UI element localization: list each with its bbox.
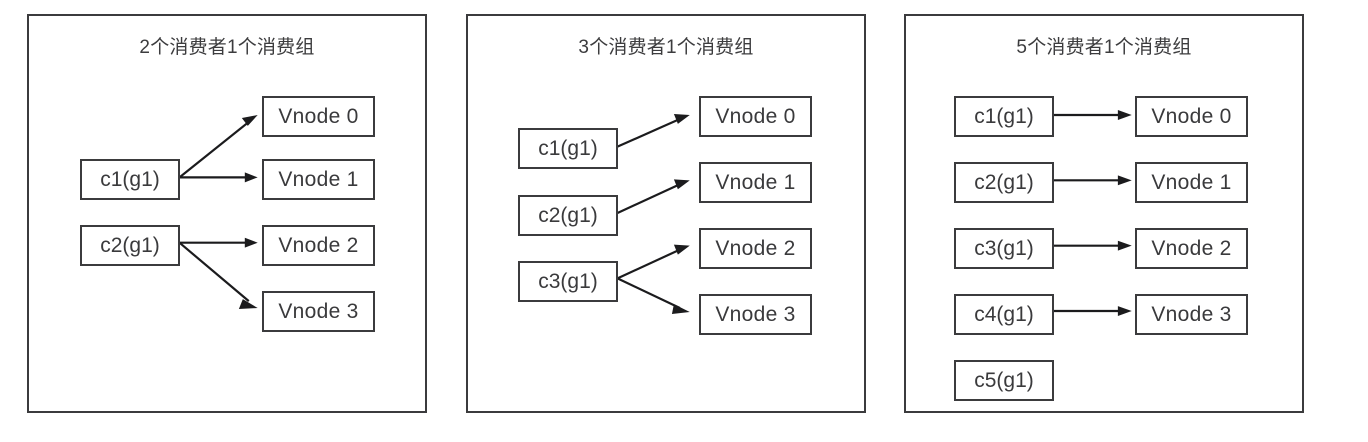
consumer-label: c1(g1) xyxy=(100,168,160,191)
edge-c2-vnode1 xyxy=(617,179,690,214)
consumer-box-c2[interactable]: c2(g1) xyxy=(80,225,180,266)
edge-c3-vnode2 xyxy=(617,244,690,280)
vnode-label: Vnode 3 xyxy=(1151,303,1232,326)
edge-c4-vnode3 xyxy=(1053,306,1132,316)
vnode-box-3[interactable]: Vnode 3 xyxy=(699,294,812,335)
panel-title: 3个消费者1个消费组 xyxy=(578,37,754,58)
consumer-box-c1[interactable]: c1(g1) xyxy=(80,159,180,200)
consumer-label: c2(g1) xyxy=(974,171,1034,194)
vnode-box-1[interactable]: Vnode 1 xyxy=(1135,162,1248,203)
vnode-box-1[interactable]: Vnode 1 xyxy=(699,162,812,203)
panel-3-consumers: 3个消费者1个消费组 c1(g1) xyxy=(466,14,866,413)
vnode-box-3[interactable]: Vnode 3 xyxy=(262,291,375,332)
vnode-label: Vnode 1 xyxy=(715,171,796,194)
consumer-box-c5[interactable]: c5(g1) xyxy=(954,360,1054,401)
consumer-label: c1(g1) xyxy=(538,137,598,160)
vnode-box-2[interactable]: Vnode 2 xyxy=(1135,228,1248,269)
vnode-label: Vnode 1 xyxy=(1151,171,1232,194)
vnode-label: Vnode 0 xyxy=(278,105,359,128)
vnode-label: Vnode 0 xyxy=(715,105,796,128)
consumer-box-c3[interactable]: c3(g1) xyxy=(518,261,618,302)
panel-title: 5个消费者1个消费组 xyxy=(1016,37,1192,58)
consumer-label: c4(g1) xyxy=(974,303,1034,326)
vnode-box-0[interactable]: Vnode 0 xyxy=(1135,96,1248,137)
panel-5-consumers: 5个消费者1个消费组 c1(g1) xyxy=(904,14,1304,413)
consumer-label: c3(g1) xyxy=(974,237,1034,260)
edge-c2-vnode2 xyxy=(179,237,258,248)
edge-c2-vnode3 xyxy=(178,241,258,310)
edge-c1-vnode1 xyxy=(179,172,258,183)
edge-c3-vnode3 xyxy=(617,277,690,314)
vnode-box-0[interactable]: Vnode 0 xyxy=(262,96,375,137)
edge-c2-vnode1 xyxy=(1053,175,1132,186)
vnode-box-1[interactable]: Vnode 1 xyxy=(262,159,375,200)
vnode-label: Vnode 2 xyxy=(1151,237,1232,260)
consumer-label: c1(g1) xyxy=(974,105,1034,128)
edge-c1-vnode0 xyxy=(1053,110,1132,120)
consumer-box-c4[interactable]: c4(g1) xyxy=(954,294,1054,335)
edge-c1-vnode0 xyxy=(178,114,258,179)
vnode-label: Vnode 1 xyxy=(278,168,359,191)
vnode-box-2[interactable]: Vnode 2 xyxy=(699,228,812,269)
vnode-label: Vnode 2 xyxy=(715,237,796,260)
panel-2-consumers: 2个消费者1个消费组 c1(g1) xyxy=(27,14,427,413)
vnode-box-2[interactable]: Vnode 2 xyxy=(262,225,375,266)
consumer-box-c3[interactable]: c3(g1) xyxy=(954,228,1054,269)
consumer-label: c2(g1) xyxy=(538,204,598,227)
consumer-box-c2[interactable]: c2(g1) xyxy=(954,162,1054,203)
consumer-box-c1[interactable]: c1(g1) xyxy=(518,128,618,169)
edge-layer xyxy=(1053,110,1132,316)
consumer-label: c5(g1) xyxy=(974,369,1034,392)
vnode-label: Vnode 3 xyxy=(715,303,796,326)
vnode-box-3[interactable]: Vnode 3 xyxy=(1135,294,1248,335)
panel-title: 2个消费者1个消费组 xyxy=(139,37,315,58)
vnode-box-0[interactable]: Vnode 0 xyxy=(699,96,812,137)
edge-c3-vnode2 xyxy=(1053,240,1132,251)
consumer-label: c2(g1) xyxy=(100,234,160,257)
vnode-label: Vnode 3 xyxy=(278,300,359,323)
consumer-box-c2[interactable]: c2(g1) xyxy=(518,195,618,236)
consumer-box-c1[interactable]: c1(g1) xyxy=(954,96,1054,137)
edge-layer xyxy=(178,114,258,310)
edge-c1-vnode0 xyxy=(617,114,690,148)
vnode-label: Vnode 0 xyxy=(1151,105,1232,128)
consumer-label: c3(g1) xyxy=(538,270,598,293)
vnode-label: Vnode 2 xyxy=(278,234,359,257)
